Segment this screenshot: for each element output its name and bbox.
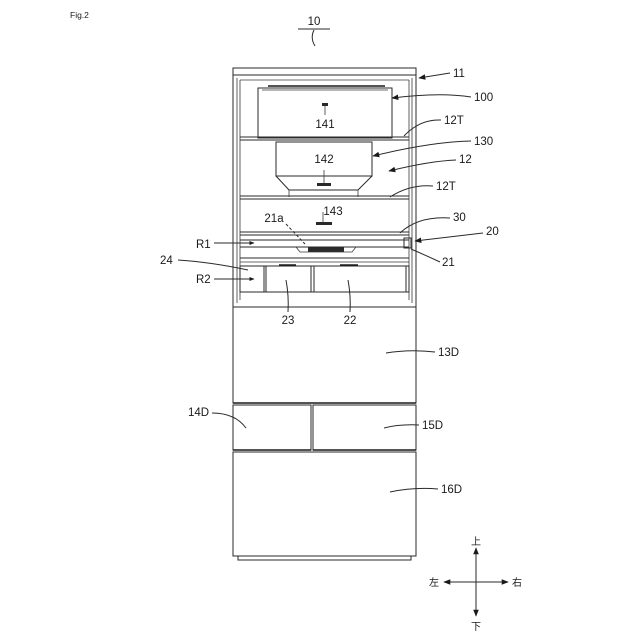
label-21-leader: [411, 249, 440, 262]
label-14d: 14D: [188, 407, 209, 419]
cover-plate-20: [240, 238, 411, 248]
label-30: 30: [453, 212, 466, 224]
container-130: [276, 142, 372, 197]
label-12t-upper-leader: [404, 120, 441, 136]
label-24: 24: [160, 255, 173, 267]
label-23: 23: [282, 315, 295, 327]
chilled-compartment: [240, 258, 409, 292]
label-12t-lower-leader: [390, 186, 433, 197]
label-100-leader: [392, 95, 471, 98]
direction-left-label: 左: [429, 576, 439, 589]
label-30-leader: [400, 218, 450, 233]
label-100: 100: [474, 92, 493, 104]
direction-indicator: 上 下 左 右: [429, 536, 522, 633]
label-12t-upper: 12T: [444, 115, 464, 127]
direction-down-label: 下: [471, 622, 481, 633]
heater-21: [296, 247, 356, 252]
label-21: 21: [442, 257, 455, 269]
label-21a: 21a: [264, 213, 284, 225]
label-130: 130: [474, 136, 493, 148]
label-22: 22: [344, 315, 357, 327]
label-10: 10: [308, 16, 321, 28]
door-14d: [233, 405, 311, 450]
label-12-leader: [389, 160, 456, 171]
label-20-leader: [415, 233, 483, 241]
drawer-23: [266, 266, 311, 292]
label-10-leader: [312, 30, 315, 46]
drawer-22: [314, 266, 406, 292]
door-13d: [233, 307, 416, 403]
label-142: 142: [314, 154, 333, 166]
door-16d: [233, 452, 416, 556]
part-143: [316, 222, 332, 225]
label-16d-leader: [390, 488, 438, 492]
shelf-12t-lower: [240, 196, 409, 199]
label-143: 143: [323, 206, 342, 218]
label-12t-lower: 12T: [436, 181, 456, 193]
label-11-leader: [419, 73, 450, 78]
label-24-leader: [178, 260, 248, 270]
label-13d: 13D: [438, 347, 459, 359]
door-15d: [313, 405, 416, 450]
direction-up-label: 上: [471, 536, 481, 548]
label-15d: 15D: [422, 420, 443, 432]
label-21a-leader: [286, 224, 305, 244]
label-20: 20: [486, 226, 499, 238]
label-13d-leader: [386, 351, 435, 353]
label-14d-leader: [212, 413, 246, 428]
label-141: 141: [315, 119, 334, 131]
direction-right-label: 右: [512, 576, 522, 589]
label-r2: R2: [196, 274, 211, 286]
label-12: 12: [459, 154, 472, 166]
label-r1: R1: [196, 239, 211, 251]
part-141: [322, 103, 328, 106]
label-11: 11: [453, 68, 465, 80]
base: [238, 556, 411, 560]
label-130-leader: [373, 141, 471, 156]
label-15d-leader: [384, 425, 419, 428]
figure-caption: Fig.2: [70, 10, 89, 20]
shelf-30: [240, 232, 409, 235]
label-16d: 16D: [441, 484, 462, 496]
part-142: [317, 183, 331, 186]
